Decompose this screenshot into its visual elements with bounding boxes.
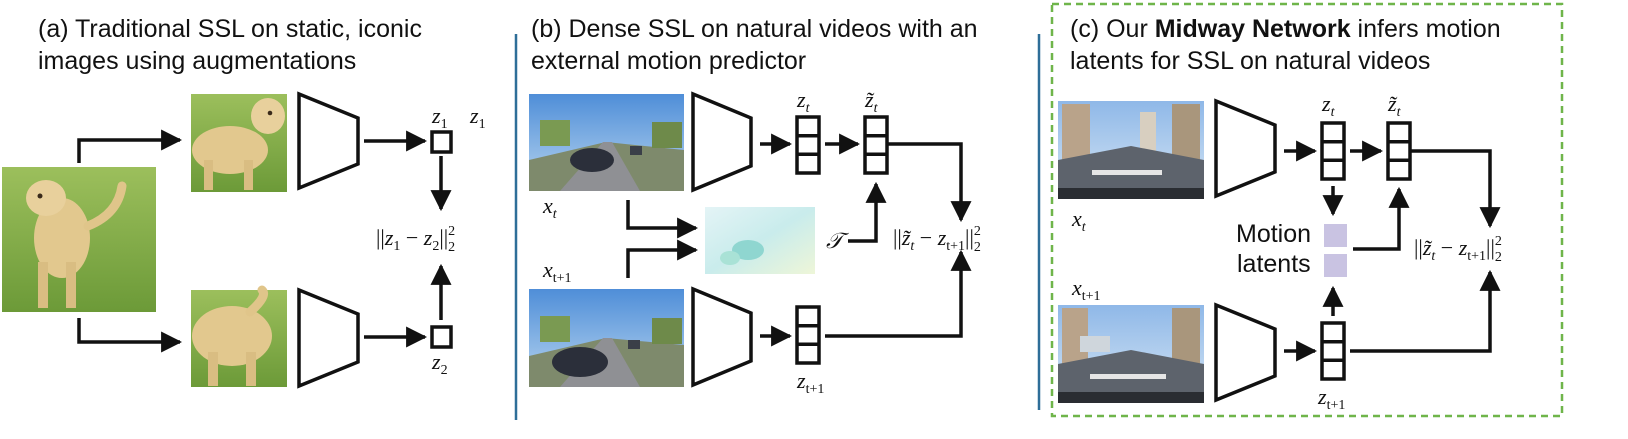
optical-flow-image xyxy=(705,207,815,274)
label-c-x-t1: xt+1 xyxy=(1071,275,1101,304)
label-z1: z1 xyxy=(431,103,448,132)
panel-c: (c) Our Midway Network infers motion lat… xyxy=(1050,2,1564,418)
panel-c-arrows xyxy=(1284,140,1501,362)
embedding-z2 xyxy=(430,325,453,349)
city-frame-t-image xyxy=(1058,101,1204,199)
encoder-t-trapezoid xyxy=(691,91,753,193)
panel-b-arrows xyxy=(626,133,972,347)
stack-z-tilde-t xyxy=(863,115,889,175)
panel-b-caption-line1: (b) Dense SSL on natural videos with an xyxy=(531,15,978,43)
label-z2: z2 xyxy=(431,349,448,378)
stack-z-t xyxy=(795,115,821,175)
label-flow-symbol: 𝒯 xyxy=(826,228,850,253)
motion-latents-label-2: latents xyxy=(1237,250,1311,278)
label-x-t: xt xyxy=(542,193,558,222)
encoder-c-t-trapezoid xyxy=(1214,98,1277,199)
label-c-z-t1: zt+1 xyxy=(1317,384,1345,413)
panel-b: (b) Dense SSL on natural videos with an … xyxy=(529,15,981,397)
motion-latent-2 xyxy=(1324,254,1347,277)
label-c-x-t: xt xyxy=(1071,206,1087,235)
panel-b-caption-line2: external motion predictor xyxy=(531,47,806,75)
label-z-t1: zt+1 xyxy=(796,368,824,397)
city-frame-t1-image xyxy=(1058,305,1204,403)
panel-a-arrows xyxy=(77,129,452,353)
road-frame-t-image xyxy=(529,94,684,191)
label-c-z-tilde-t: z̃t xyxy=(1387,91,1402,120)
encoder-t1-trapezoid xyxy=(691,286,753,388)
embedding-z1 xyxy=(430,130,453,154)
label-z-t: zt xyxy=(796,87,811,116)
encoder-top-trapezoid xyxy=(297,91,360,191)
panel-a-caption-line1: (a) Traditional SSL on static, iconic xyxy=(38,15,422,43)
encoder-bottom-trapezoid xyxy=(297,287,360,389)
stack-c-z-tilde-t xyxy=(1386,121,1412,181)
motion-latents-label-1: Motion xyxy=(1236,220,1311,248)
dog-source-image xyxy=(2,167,156,312)
panel-c-caption-line1: (c) Our Midway Network infers motion xyxy=(1070,15,1501,43)
panel-a-caption-line2: images using augmentations xyxy=(38,47,356,75)
label-z1-side: z1 xyxy=(469,103,486,132)
dog-augment-top-image xyxy=(191,94,287,192)
road-frame-t1-image xyxy=(529,289,684,387)
panel-a: (a) Traditional SSL on static, iconic im… xyxy=(2,15,486,389)
stack-z-t1 xyxy=(795,305,821,365)
loss-b: ||z̃t − zt+1||22 xyxy=(893,224,981,255)
label-z-tilde-t: z̃t xyxy=(864,87,879,116)
label-c-z-t: zt xyxy=(1321,91,1336,120)
panel-c-caption-line2: latents for SSL on natural videos xyxy=(1070,47,1430,75)
dog-augment-bottom-image xyxy=(191,285,287,387)
label-x-t1: xt+1 xyxy=(542,257,572,286)
highlight-dashed-border xyxy=(1050,2,1564,418)
loss-c: ||z̃t − zt+1||22 xyxy=(1414,234,1502,265)
stack-c-z-t xyxy=(1320,121,1346,181)
loss-a: ||z1 − z2||22 xyxy=(376,224,455,255)
motion-latent-1 xyxy=(1324,224,1347,247)
encoder-c-t1-trapezoid xyxy=(1214,302,1277,403)
stack-c-z-t1 xyxy=(1320,321,1346,381)
